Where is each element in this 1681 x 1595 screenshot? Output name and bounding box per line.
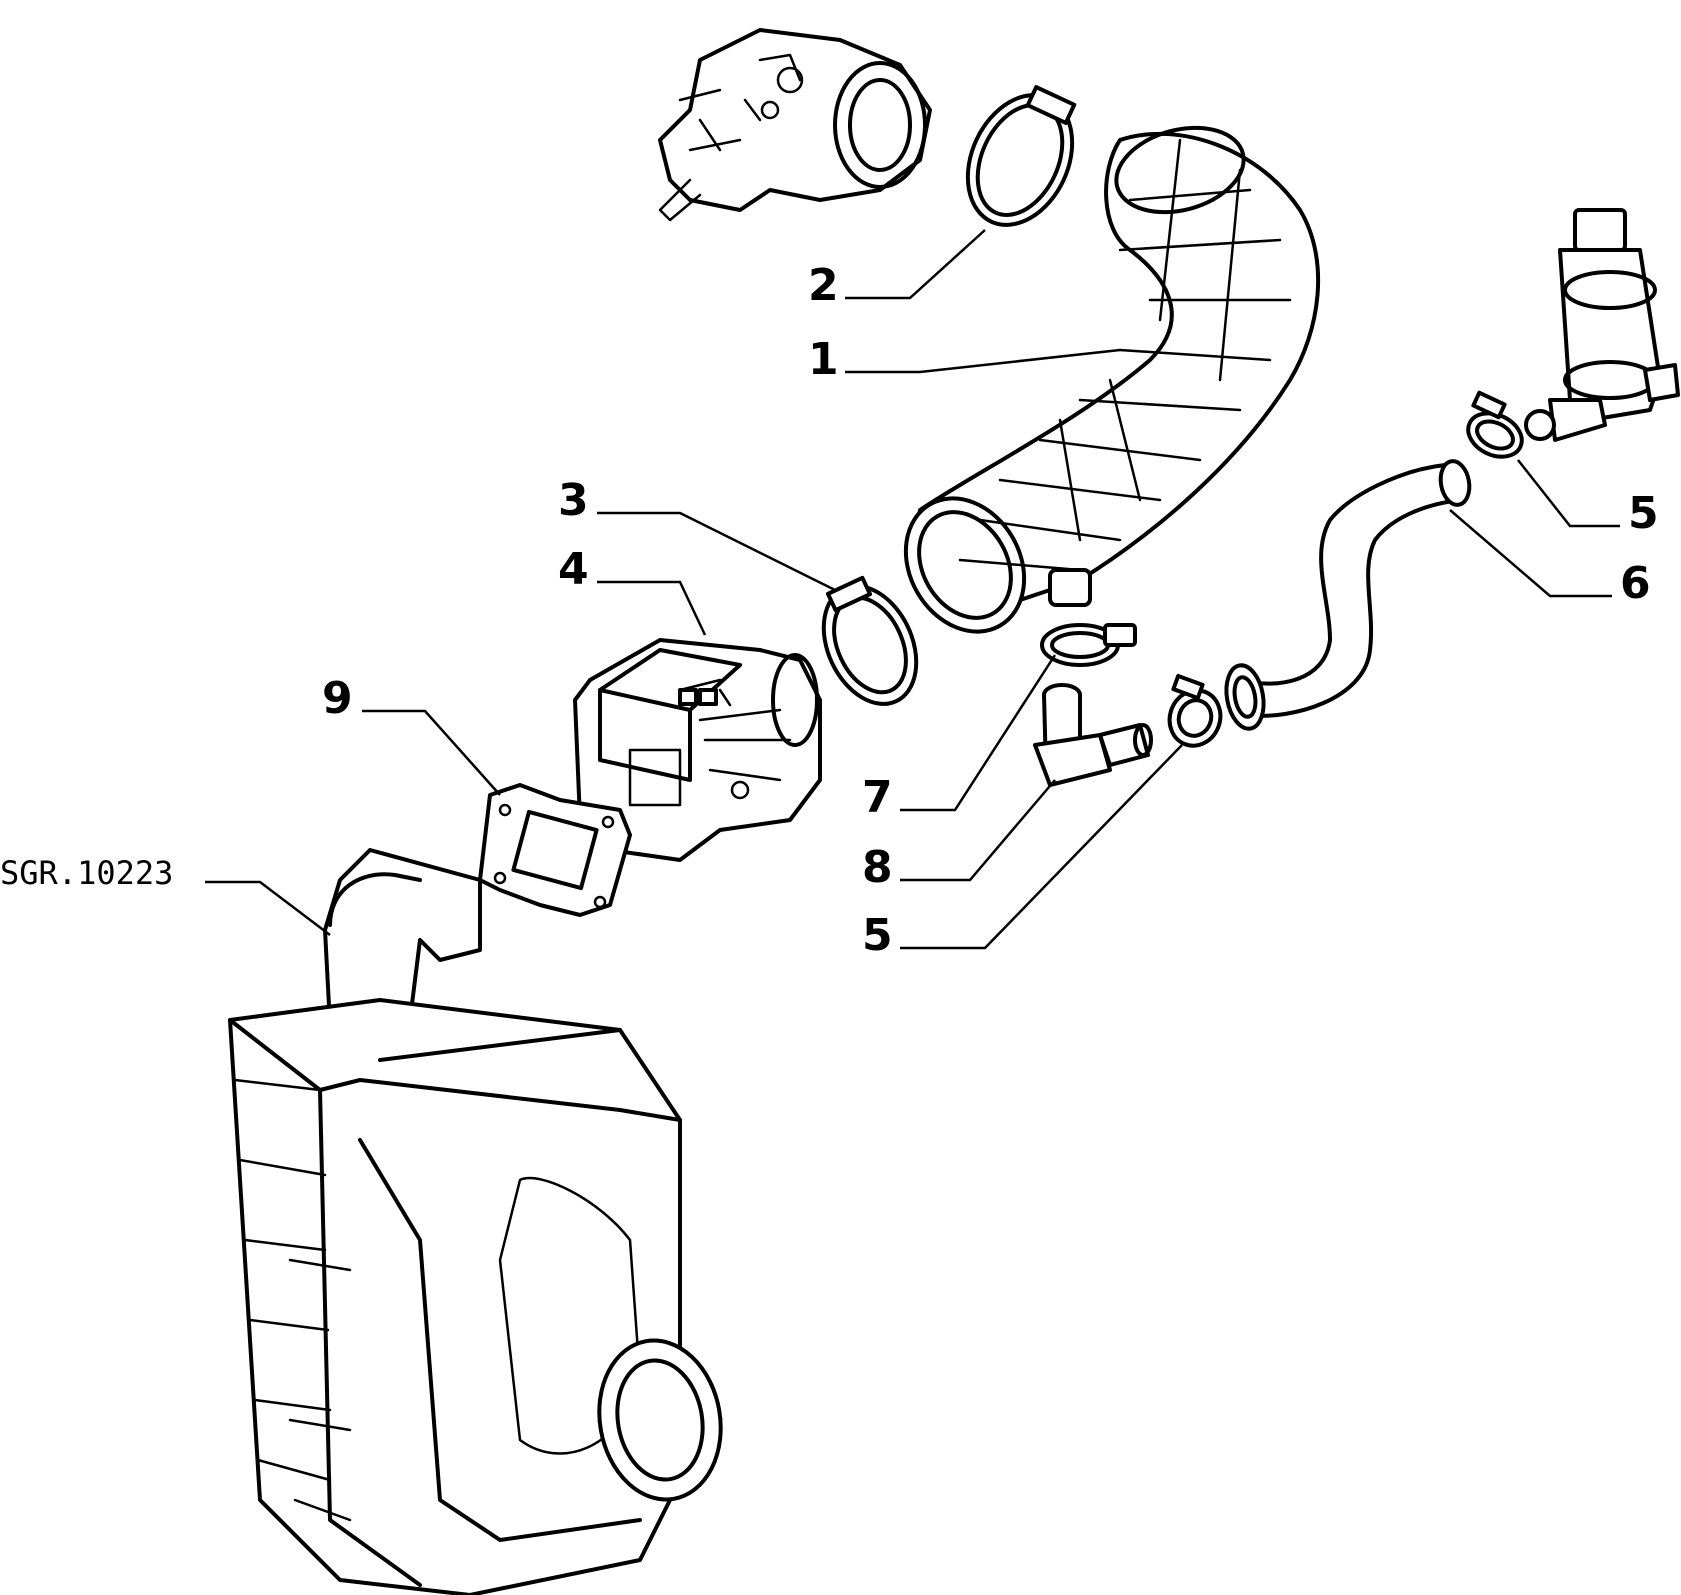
callout-4: 4 — [558, 544, 589, 595]
small-clamp-bottom — [1167, 673, 1223, 748]
callout-2: 2 — [808, 260, 839, 311]
callout-6: 6 — [1620, 558, 1651, 609]
throttle-body — [658, 28, 932, 222]
hose-clamp-3 — [821, 575, 919, 706]
bent-hose — [1224, 459, 1472, 731]
air-intake-duct — [903, 125, 1321, 634]
callout-3: 3 — [558, 475, 589, 526]
gasket — [478, 783, 632, 917]
callout-8: 8 — [862, 842, 893, 893]
small-clamp-top — [1466, 390, 1524, 459]
clamp-7 — [1040, 623, 1137, 667]
idle-air-valve — [1524, 208, 1680, 442]
hose-clamp-top — [965, 85, 1077, 227]
callout-5-bottom: 5 — [862, 910, 893, 961]
callout-5-top: 5 — [1628, 488, 1659, 539]
elbow-fitting — [1033, 683, 1153, 787]
reference-code: SGR.10223 — [0, 854, 173, 892]
air-filter-box — [228, 848, 723, 1595]
callout-7: 7 — [862, 772, 893, 823]
callout-1: 1 — [808, 334, 839, 385]
callout-9: 9 — [322, 673, 353, 724]
leader-lines — [205, 229, 1620, 950]
